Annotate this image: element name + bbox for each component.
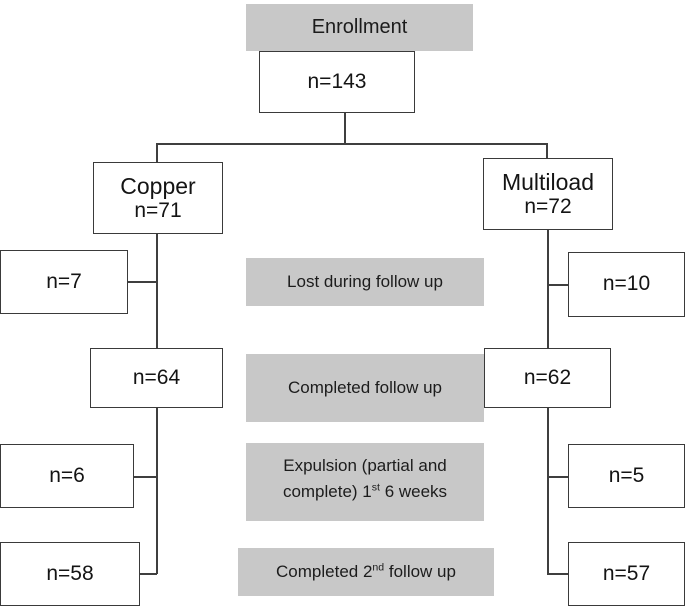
label-completed-text: Completed follow up bbox=[287, 378, 443, 398]
label-lost-text: Lost during follow up bbox=[287, 272, 443, 292]
label-lost-during-follow-up: Lost during follow up bbox=[246, 258, 484, 306]
node-copper-completed2: n=58 bbox=[0, 542, 140, 606]
label-expulsion-line2: complete) 1st 6 weeks bbox=[246, 479, 484, 505]
node-multiload-completed2-label: n=57 bbox=[602, 561, 651, 585]
node-copper-completed2-label: n=58 bbox=[46, 561, 94, 585]
connector-to-copper bbox=[156, 143, 158, 163]
node-enrollment-label: Enrollment bbox=[311, 16, 408, 38]
connector-copper-completed2 bbox=[140, 573, 157, 575]
connector-multiload-lost bbox=[547, 284, 569, 286]
label-expulsion-ordinal-suffix: st bbox=[371, 480, 380, 493]
node-multiload-lost: n=10 bbox=[568, 252, 685, 317]
node-multiload-completed-label: n=62 bbox=[523, 365, 572, 389]
node-multiload-expulsion-label: n=5 bbox=[608, 463, 645, 487]
connector-multiload-completed2 bbox=[547, 573, 569, 575]
node-total: n=143 bbox=[259, 51, 415, 113]
node-copper-count: n=71 bbox=[134, 199, 182, 223]
node-copper-expulsion: n=6 bbox=[0, 444, 134, 508]
connector-copper-lost bbox=[127, 281, 157, 283]
node-copper-lost-label: n=7 bbox=[46, 269, 82, 293]
node-copper-completed-label: n=64 bbox=[132, 365, 181, 389]
node-multiload-completed: n=62 bbox=[484, 348, 611, 408]
label-expulsion: Expulsion (partial and complete) 1st 6 w… bbox=[246, 443, 484, 521]
label-completed2-post: follow up bbox=[384, 562, 456, 582]
node-multiload: Multiload n=72 bbox=[483, 158, 613, 230]
label-expulsion-line2-pre: complete) 1 bbox=[282, 481, 372, 501]
node-enrollment: Enrollment bbox=[246, 4, 473, 51]
connector-copper-expulsion bbox=[134, 476, 157, 478]
node-multiload-name: Multiload bbox=[501, 168, 595, 195]
label-expulsion-line2-post: 6 weeks bbox=[379, 481, 448, 501]
node-copper: Copper n=71 bbox=[93, 162, 223, 234]
node-copper-expulsion-label: n=6 bbox=[49, 463, 85, 487]
node-copper-completed: n=64 bbox=[90, 348, 223, 408]
connector-copper-spine-lower bbox=[156, 408, 158, 574]
node-copper-lost: n=7 bbox=[0, 250, 128, 314]
node-multiload-count: n=72 bbox=[524, 195, 572, 219]
node-multiload-lost-label: n=10 bbox=[602, 272, 651, 296]
label-completed-second-follow-up: Completed 2nd follow up bbox=[238, 548, 494, 596]
label-completed2-pre: Completed 2 bbox=[276, 562, 373, 582]
node-total-label: n=143 bbox=[307, 69, 367, 93]
node-multiload-completed2: n=57 bbox=[568, 542, 685, 606]
label-completed-follow-up: Completed follow up bbox=[246, 354, 484, 422]
connector-multiload-spine-upper bbox=[547, 230, 549, 348]
connector-to-multiload bbox=[546, 143, 548, 161]
label-completed2-ordinal-suffix: nd bbox=[372, 561, 385, 574]
connector-split-bar bbox=[156, 143, 547, 145]
node-copper-name: Copper bbox=[120, 172, 196, 199]
connector-multiload-expulsion bbox=[547, 476, 569, 478]
connector-copper-spine-upper bbox=[156, 234, 158, 348]
connector-enrollment-down bbox=[344, 112, 346, 144]
label-expulsion-line1: Expulsion (partial and bbox=[283, 456, 447, 475]
connector-multiload-spine-lower bbox=[547, 408, 549, 574]
node-multiload-expulsion: n=5 bbox=[568, 444, 685, 508]
label-completed2-text: Completed 2nd follow up bbox=[238, 562, 494, 582]
